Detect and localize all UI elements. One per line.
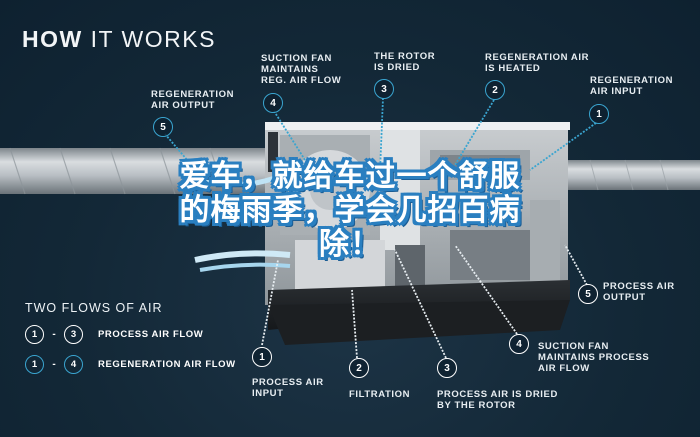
badge-top-4: 4 (263, 93, 283, 113)
legend-to-badge: 4 (64, 355, 83, 374)
right-duct (560, 159, 700, 191)
callout-regeneration-heated: REGENERATION AIR IS HEATED (485, 52, 590, 74)
badge-bottom-3: 3 (437, 358, 457, 378)
badge-bottom-4: 4 (509, 334, 529, 354)
legend-label: REGENERATION AIR FLOW (98, 359, 236, 370)
badge-bottom-5: 5 (578, 284, 598, 304)
badge-bottom-1: 1 (252, 347, 272, 367)
left-duct (0, 147, 275, 195)
legend-row-regeneration: 1 - 4 REGENERATION AIR FLOW (25, 355, 236, 374)
process-air-ribbon (194, 175, 291, 272)
badge-top-2: 2 (485, 80, 505, 100)
callout-regeneration-air-output: REGENERATION AIR OUTPUT (151, 89, 235, 111)
callout-rotor-dried: THE ROTOR IS DRIED (374, 51, 436, 73)
callout-process-air-output: PROCESS AIR OUTPUT (603, 281, 675, 303)
page-title: HOW IT WORKS (22, 26, 216, 53)
legend-label: PROCESS AIR FLOW (98, 329, 204, 340)
legend-from-badge: 1 (25, 355, 44, 374)
callout-process-air-input: PROCESS AIR INPUT (252, 377, 324, 399)
callout-suction-fan-reg: SUCTION FAN MAINTAINS REG. AIR FLOW (261, 53, 342, 86)
overlay-line-2: 的梅雨季，学会几招百病 (179, 194, 521, 227)
callout-filtration: FILTRATION (349, 389, 411, 400)
overlay-line-3: 除！ (319, 228, 381, 261)
legend-to-badge: 3 (64, 325, 83, 344)
overlay-headline: 爱车，就给车过一个舒服 的梅雨季，学会几招百病 除！ (110, 160, 590, 262)
legend-row-process: 1 - 3 PROCESS AIR FLOW (25, 325, 203, 344)
title-rest: IT WORKS (82, 26, 216, 52)
badge-top-1: 1 (589, 104, 609, 124)
title-bold: HOW (22, 26, 83, 52)
process-leader-lines (261, 244, 588, 359)
machine-body (265, 122, 570, 345)
callout-process-air-dried: PROCESS AIR IS DRIED BY THE ROTOR (437, 389, 558, 411)
legend-separator: - (52, 329, 56, 340)
badge-bottom-2: 2 (349, 358, 369, 378)
badge-top-5: 5 (153, 117, 173, 137)
legend-title: TWO FLOWS OF AIR (25, 301, 163, 315)
regeneration-leader-lines (164, 97, 597, 221)
overlay-line-1: 爱车，就给车过一个舒服 (179, 160, 521, 193)
callout-suction-fan-process: SUCTION FAN MAINTAINS PROCESS AIR FLOW (538, 341, 650, 374)
callout-regeneration-air-input: REGENERATION AIR INPUT (590, 75, 674, 97)
legend-separator: - (52, 359, 56, 370)
badge-top-3: 3 (374, 79, 394, 99)
legend-from-badge: 1 (25, 325, 44, 344)
